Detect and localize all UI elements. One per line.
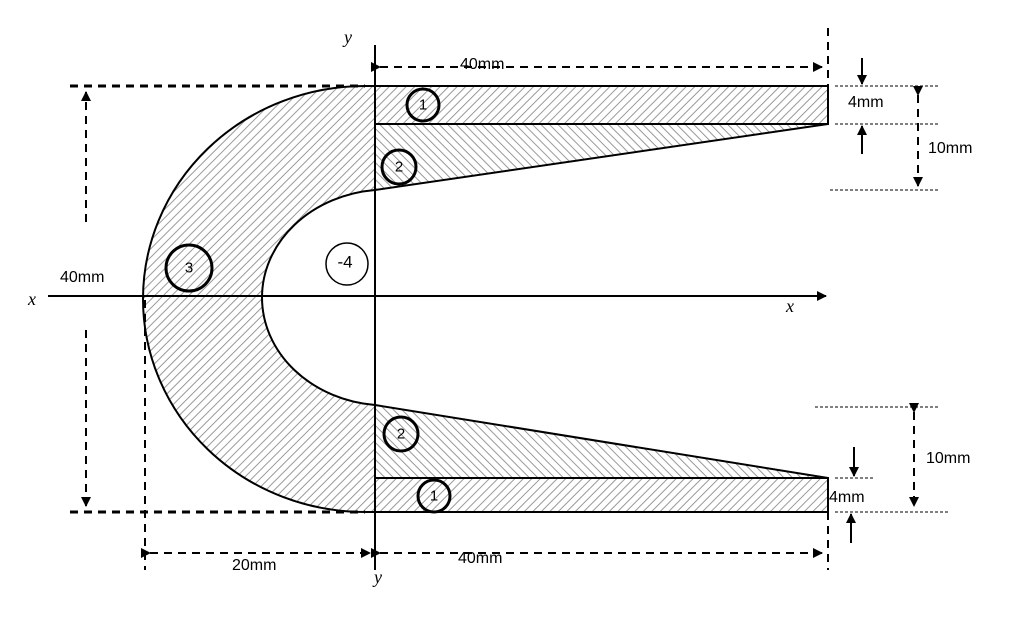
region-2-bottom-shape [374,403,829,479]
dim-top-length: 40mm [460,56,504,73]
region-label-circle [325,242,369,286]
region-label-1-bottom: 1 [430,488,438,505]
region-2-top-shape [374,123,829,192]
region-label-2-bottom: 2 [397,426,405,443]
dimension-lines [70,28,923,570]
y-axis-label-bottom: y [372,567,382,587]
dim-bottom-web-height: 10mm [926,450,970,467]
dim-bottom-flange-thickness: 4mm [829,489,865,506]
dim-total-height: 40mm [60,269,104,286]
region-label-circle [164,243,214,293]
region-label-2-top: 2 [395,159,403,176]
y-axis-label-top: y [342,27,352,47]
x-axis-label-right: x [785,296,794,316]
region-label-circle [416,478,452,514]
extension-lines [815,85,950,513]
dim-bottom-length: 40mm [458,550,502,567]
x-axis-label-left: x [27,289,36,309]
region-3-shape [142,85,376,513]
dim-top-web-height: 10mm [928,140,972,157]
dim-radius-width: 20mm [232,557,276,574]
region-1-top-shape [374,85,829,125]
region-label-circle [382,415,420,453]
dim-top-flange-thickness: 4mm [848,94,884,111]
region-label-circle [380,148,418,186]
region-label-circle [405,87,441,123]
thickness-arrows [846,58,867,543]
region-label-1-top: 1 [419,97,427,114]
region-label-3: 3 [185,260,193,277]
region-label-4: -4 [337,253,352,272]
